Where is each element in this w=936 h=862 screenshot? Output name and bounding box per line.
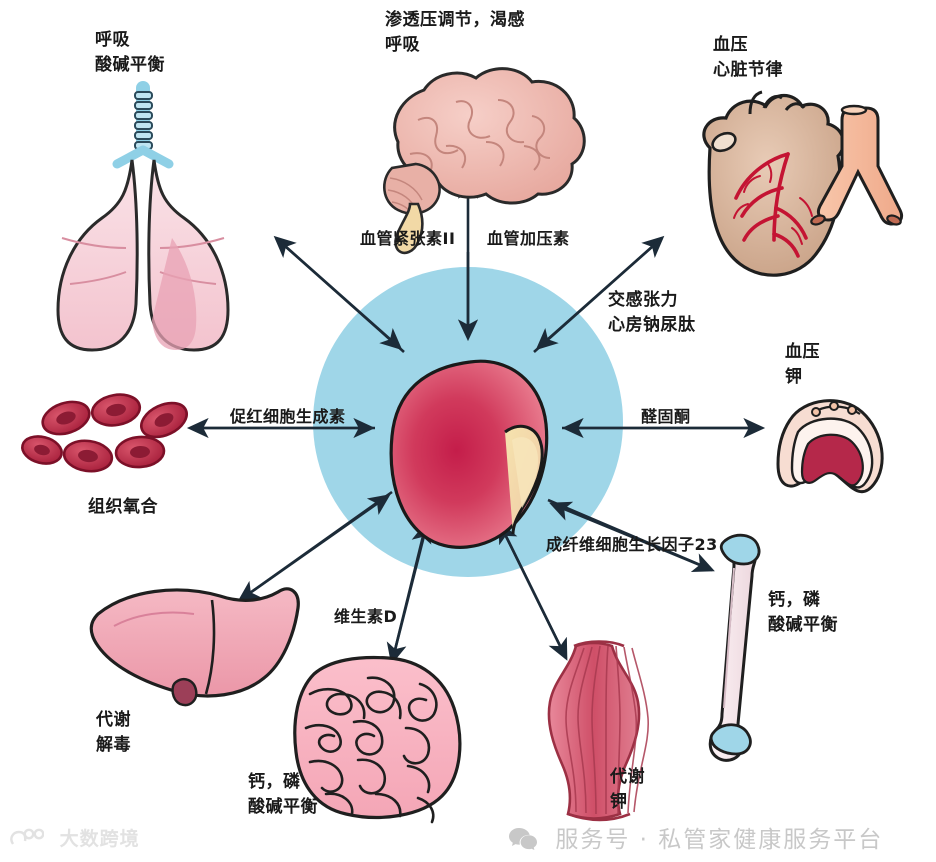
intestine-illustration bbox=[293, 655, 462, 824]
blood-vessel-illustration bbox=[810, 104, 904, 226]
arrow-label-fgf23: 成纤维细胞生长因子23 bbox=[546, 535, 718, 554]
arrow-liver-to-kidney bbox=[239, 494, 391, 602]
lungs-label-line-1: 呼吸 bbox=[95, 30, 130, 50]
organ-label-brain: 渗透压调节，渴感 呼吸 bbox=[385, 8, 525, 57]
organ-label-red-blood-cells: 组织氧合 bbox=[88, 495, 158, 520]
muscle-label-line-1: 代谢 bbox=[610, 767, 645, 787]
muscle-illustration bbox=[547, 640, 650, 822]
adrenal-gland-illustration bbox=[776, 399, 884, 494]
dashu-logo-icon bbox=[10, 828, 45, 853]
arrow-label-vasopressin: 血管加压素 bbox=[487, 229, 570, 248]
heart-label-line-1: 血压 bbox=[713, 35, 748, 55]
heart-illustration bbox=[702, 90, 846, 277]
muscle-label-line-2: 钾 bbox=[610, 791, 628, 812]
arrow-heart-to-kidney bbox=[535, 237, 663, 351]
sympathetic-tone-line: 交感张力 bbox=[608, 290, 678, 310]
organ-label-lungs: 呼吸 酸碱平衡 bbox=[95, 28, 165, 77]
watermark-bottom-right-text: 服务号 · 私管家健康服务平台 bbox=[555, 827, 884, 853]
adrenal-label-line-2: 钾 bbox=[785, 366, 803, 387]
intestine-label-line-2: 酸碱平衡 bbox=[248, 796, 318, 817]
intestine-label-line-1: 钙，磷 bbox=[248, 772, 301, 792]
heart-label-line-2: 心脏节律 bbox=[713, 59, 783, 80]
wechat-icon bbox=[508, 826, 538, 856]
anp-line: 心房钠尿肽 bbox=[608, 314, 696, 335]
arrow-label-angiotensin2: 血管紧张素II bbox=[360, 229, 456, 248]
watermark-bottom-right: 服务号 · 私管家健康服务平台 bbox=[508, 820, 883, 856]
brain-illustration bbox=[383, 67, 586, 255]
lungs-label-line-2: 酸碱平衡 bbox=[95, 54, 165, 75]
rbc-label-line-1: 组织氧合 bbox=[88, 497, 158, 517]
arrow-muscle-to-kidney bbox=[498, 521, 568, 659]
organ-label-heart: 血压 心脏节律 bbox=[713, 33, 783, 82]
bone-label-line-2: 酸碱平衡 bbox=[768, 614, 838, 635]
arrow-bone-to-kidney bbox=[549, 501, 713, 572]
bone-illustration bbox=[708, 533, 761, 762]
red-blood-cells-illustration bbox=[21, 393, 188, 473]
brain-label-line-2: 呼吸 bbox=[385, 34, 420, 55]
arrow-label-erythropoietin: 促红细胞生成素 bbox=[230, 407, 346, 426]
liver-label-line-1: 代谢 bbox=[96, 710, 131, 730]
organ-label-adrenal-gland: 血压 钾 bbox=[785, 340, 820, 389]
organ-label-liver: 代谢 解毒 bbox=[96, 708, 131, 757]
arrow-label-aldosterone: 醛固酮 bbox=[641, 407, 691, 426]
kidney-illustration bbox=[389, 359, 549, 549]
arrow-group bbox=[186, 176, 766, 666]
brain-label-line-1: 渗透压调节，渴感 bbox=[385, 10, 525, 30]
liver-label-line-2: 解毒 bbox=[96, 734, 131, 755]
arrow-intestine-to-kidney bbox=[390, 520, 432, 663]
lungs-illustration bbox=[56, 81, 230, 352]
arrow-label-vitamin-d: 维生素D bbox=[334, 607, 398, 626]
watermark-bottom-left-text: 大数跨境 bbox=[59, 828, 140, 850]
bone-label-line-1: 钙，磷 bbox=[768, 590, 821, 610]
arrow-label-sympathetic-anp: 交感张力 心房钠尿肽 bbox=[608, 288, 696, 337]
watermark-bottom-left: 大数跨境 bbox=[10, 824, 140, 853]
organ-label-intestine: 钙，磷 酸碱平衡 bbox=[248, 770, 318, 819]
organ-label-bone: 钙，磷 酸碱平衡 bbox=[768, 588, 838, 637]
liver-illustration bbox=[89, 587, 300, 707]
arrow-lungs-to-kidney bbox=[275, 237, 403, 351]
organ-label-muscle: 代谢 钾 bbox=[610, 765, 645, 814]
adrenal-label-line-1: 血压 bbox=[785, 342, 820, 362]
